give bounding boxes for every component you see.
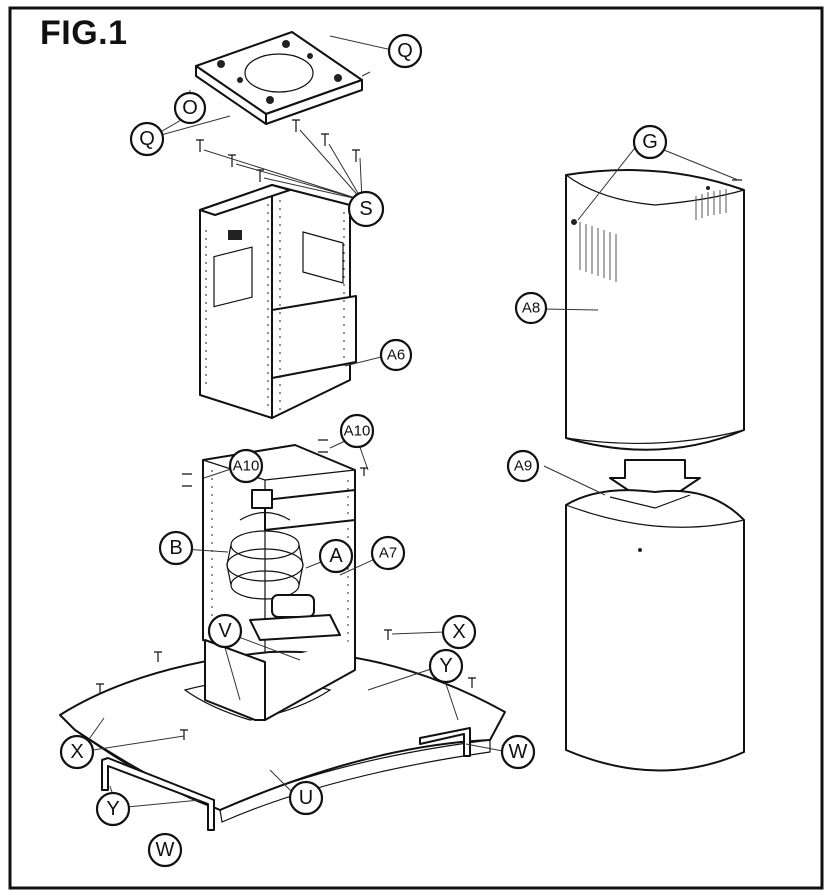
svg-text:X: X — [70, 741, 83, 763]
svg-text:A10: A10 — [344, 423, 371, 440]
hood-base-part — [59, 639, 506, 823]
svg-text:U: U — [299, 787, 313, 809]
callout-s: S — [347, 190, 385, 228]
lower-outer-chimney-part — [543, 465, 745, 772]
svg-text:A7: A7 — [379, 545, 397, 562]
screws-s — [196, 119, 363, 201]
svg-text:A6: A6 — [387, 347, 405, 364]
svg-text:Q: Q — [139, 128, 155, 150]
svg-text:Y: Y — [106, 798, 119, 820]
mounting-bracket-part — [195, 31, 363, 125]
svg-text:V: V — [218, 620, 232, 642]
callout-a: A — [318, 538, 354, 574]
callout-a10-right: A10 — [339, 413, 375, 449]
svg-text:X: X — [452, 621, 465, 643]
svg-text:A10: A10 — [233, 458, 260, 475]
callout-o: O — [173, 91, 207, 125]
brackets-w — [101, 727, 471, 831]
callout-a8: A8 — [514, 291, 548, 325]
svg-text:O: O — [182, 97, 198, 119]
callout-y-left: Y — [95, 791, 131, 827]
callout-b: B — [158, 530, 194, 566]
callout-x-left: X — [59, 734, 95, 770]
svg-text:B: B — [169, 537, 182, 559]
callout-a6: A6 — [379, 338, 413, 372]
svg-text:S: S — [359, 198, 372, 220]
callout-u: U — [288, 780, 324, 816]
callout-x-right: X — [441, 614, 477, 650]
callout-v: V — [207, 613, 243, 649]
svg-text:G: G — [642, 131, 658, 153]
callout-q-top: Q — [387, 33, 423, 69]
svg-text:Q: Q — [397, 40, 413, 62]
callout-a9: A9 — [506, 449, 540, 483]
callout-a10-left: A10 — [228, 448, 264, 484]
callout-y-right: Y — [428, 648, 464, 684]
upper-inner-chimney-part — [199, 184, 357, 419]
callout-a7: A7 — [370, 535, 406, 571]
figure-border — [8, 6, 824, 890]
figure-title: FIG.1 — [40, 14, 128, 52]
callout-w-left: W — [147, 832, 183, 868]
screws-xy — [79, 35, 509, 809]
callout-g: G — [632, 124, 668, 160]
svg-text:A: A — [329, 545, 343, 567]
svg-text:W: W — [156, 839, 175, 861]
svg-text:A9: A9 — [514, 458, 532, 475]
blower-motor-part — [226, 511, 341, 641]
svg-text:Y: Y — [439, 655, 452, 677]
upper-outer-chimney-part — [543, 143, 745, 451]
callout-w-right: W — [500, 734, 536, 770]
callout-q-left: Q — [129, 121, 165, 157]
svg-text:W: W — [509, 741, 528, 763]
svg-text:A8: A8 — [522, 300, 540, 317]
